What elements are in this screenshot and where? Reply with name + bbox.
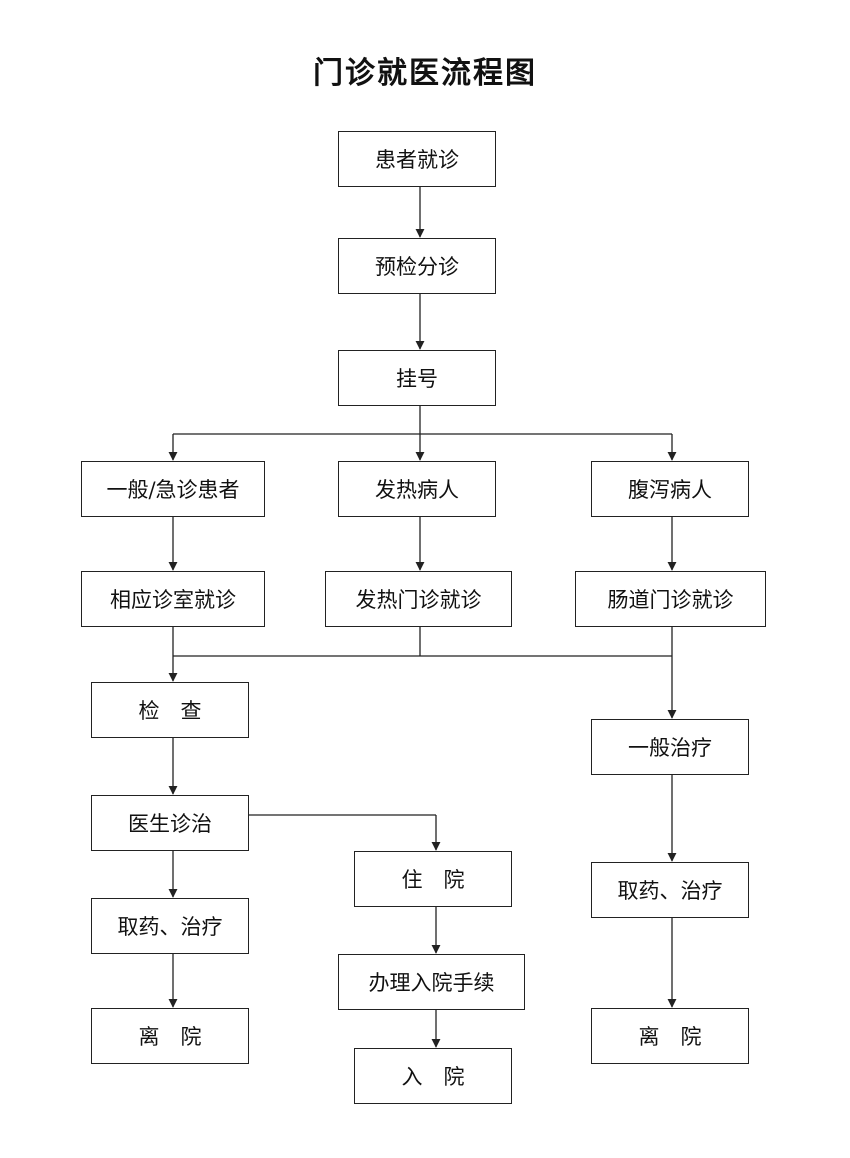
node-fever-clinic: 发热门诊就诊 <box>325 571 512 627</box>
node-patient-visit: 患者就诊 <box>338 131 496 187</box>
node-triage: 预检分诊 <box>338 238 496 294</box>
node-intestinal-clinic: 肠道门诊就诊 <box>575 571 766 627</box>
node-medicine-left: 取药、治疗 <box>91 898 249 954</box>
node-discharge-left: 离 院 <box>91 1008 249 1064</box>
node-discharge-right: 离 院 <box>591 1008 749 1064</box>
node-general-emergency: 一般/急诊患者 <box>81 461 265 517</box>
node-hospitalization: 住 院 <box>354 851 512 907</box>
node-department-visit: 相应诊室就诊 <box>81 571 265 627</box>
node-doctor-diagnosis: 医生诊治 <box>91 795 249 851</box>
node-admission-procedure: 办理入院手续 <box>338 954 525 1010</box>
node-examination: 检 查 <box>91 682 249 738</box>
node-diarrhea-patient: 腹泻病人 <box>591 461 749 517</box>
node-fever-patient: 发热病人 <box>338 461 496 517</box>
node-registration: 挂号 <box>338 350 496 406</box>
node-medicine-right: 取药、治疗 <box>591 862 749 918</box>
diagram-title: 门诊就医流程图 <box>313 56 537 91</box>
node-admitted: 入 院 <box>354 1048 512 1104</box>
node-general-treatment: 一般治疗 <box>591 719 749 775</box>
